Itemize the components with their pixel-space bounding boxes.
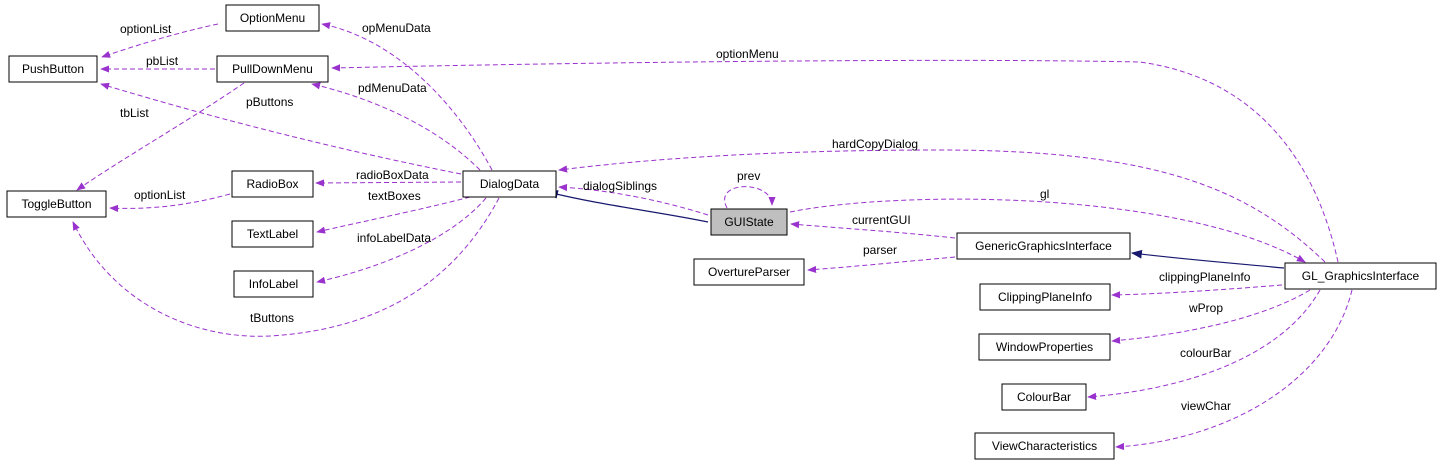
class-box[interactable] bbox=[978, 333, 1111, 361]
edge-label-option-menu: optionMenu bbox=[716, 47, 779, 61]
edge-label-option-list: optionList bbox=[120, 22, 172, 36]
class-box[interactable] bbox=[1284, 262, 1437, 290]
edge-label-prev: prev bbox=[737, 169, 760, 183]
class-name: InfoLabel bbox=[249, 277, 298, 291]
usage-edge-guistate-to-guistate bbox=[724, 186, 776, 209]
edge-label-gl: gl bbox=[1040, 187, 1049, 201]
usage-edge-guistate-to-gl-graphics-interface bbox=[789, 198, 1306, 263]
usage-edge-dialog-data-to-option-menu bbox=[321, 22, 493, 171]
class-node-gl-graphics-interface[interactable]: GL_GraphicsInterface bbox=[1284, 262, 1437, 290]
class-name: WindowProperties bbox=[996, 340, 1093, 354]
edge-label-info-label-data: infoLabelData bbox=[357, 231, 431, 245]
edge-label-parser: parser bbox=[863, 243, 897, 257]
class-node-push-button[interactable]: PushButton bbox=[8, 55, 98, 83]
usage-edge-dialog-data-to-text-label bbox=[316, 196, 471, 234]
class-node-info-label[interactable]: InfoLabel bbox=[233, 270, 314, 298]
class-name: OptionMenu bbox=[240, 11, 305, 25]
usage-edge-dialog-data-to-pull-down-menu bbox=[311, 82, 481, 171]
edge-label-current-gui: currentGUI bbox=[852, 213, 911, 227]
class-name: ClippingPlaneInfo bbox=[998, 290, 1092, 304]
edge-label-hard-copy-dialog: hardCopyDialog bbox=[832, 137, 918, 151]
usage-edge-pull-down-menu-to-toggle-button bbox=[76, 82, 245, 191]
class-box[interactable] bbox=[233, 270, 314, 298]
class-box[interactable] bbox=[225, 4, 320, 32]
class-node-generic-graphics-interface[interactable]: GenericGraphicsInterface bbox=[956, 232, 1131, 260]
class-box[interactable] bbox=[693, 258, 805, 286]
class-box[interactable] bbox=[979, 283, 1111, 311]
class-box[interactable] bbox=[710, 208, 788, 236]
edge-label-dialog-siblings: dialogSiblings bbox=[583, 179, 657, 193]
class-node-colour-bar[interactable]: ColourBar bbox=[1001, 383, 1087, 411]
class-node-clipping-plane-info[interactable]: ClippingPlaneInfo bbox=[979, 283, 1111, 311]
usage-edge-gl-graphics-interface-to-clipping-plane-info bbox=[1111, 284, 1283, 299]
inheritance-edge-gl-graphics-interface-to-generic-graphics-interface bbox=[1130, 249, 1285, 269]
class-box[interactable] bbox=[1001, 383, 1087, 411]
class-node-overture-parser[interactable]: OvertureParser bbox=[693, 258, 805, 286]
edge-label-t-buttons: tButtons bbox=[250, 311, 294, 325]
class-box[interactable] bbox=[216, 55, 329, 83]
class-name: TextLabel bbox=[247, 227, 298, 241]
edge-label-w-prop: wProp bbox=[1188, 301, 1223, 315]
edges-layer bbox=[72, 22, 1353, 451]
class-box[interactable] bbox=[231, 220, 314, 248]
edge-label-view-char: viewChar bbox=[1181, 399, 1231, 413]
usage-edge-dialog-data-to-push-button bbox=[100, 82, 462, 175]
class-name: GenericGraphicsInterface bbox=[975, 239, 1112, 253]
edge-label-pb-list: pbList bbox=[146, 54, 179, 68]
edge-label-option-list: optionList bbox=[134, 188, 186, 202]
usage-edge-guistate-to-dialog-data bbox=[558, 183, 709, 216]
class-node-pull-down-menu[interactable]: PullDownMenu bbox=[216, 55, 329, 83]
edge-label-p-buttons: pButtons bbox=[246, 95, 293, 109]
usage-edge-gl-graphics-interface-to-pull-down-menu bbox=[331, 59, 1339, 263]
class-node-dialog-data[interactable]: DialogData bbox=[462, 170, 557, 198]
class-name: ColourBar bbox=[1017, 390, 1071, 404]
edge-labels-layer: optionList pbList tbList optionList opMenuDa… bbox=[120, 21, 1251, 413]
class-box[interactable] bbox=[956, 232, 1131, 260]
class-node-guistate[interactable]: GUIState bbox=[710, 208, 788, 236]
class-name: RadioBox bbox=[246, 177, 298, 191]
usage-edge-option-menu-to-push-button bbox=[101, 23, 219, 58]
class-node-radio-box[interactable]: RadioBox bbox=[231, 170, 314, 198]
class-name: GL_GraphicsInterface bbox=[1302, 269, 1420, 283]
class-node-option-menu[interactable]: OptionMenu bbox=[225, 4, 320, 32]
edge-label-text-boxes: textBoxes bbox=[368, 189, 421, 203]
class-name: GUIState bbox=[724, 215, 774, 229]
class-name: PullDownMenu bbox=[232, 62, 313, 76]
class-box[interactable] bbox=[6, 190, 107, 218]
class-name: ViewCharacteristics bbox=[992, 439, 1097, 453]
usage-edge-dialog-data-to-info-label bbox=[316, 197, 487, 284]
class-name: ToggleButton bbox=[21, 197, 91, 211]
class-name: OvertureParser bbox=[708, 265, 790, 279]
usage-edge-gl-graphics-interface-to-view-characteristics bbox=[1115, 289, 1353, 451]
class-node-window-properties[interactable]: WindowProperties bbox=[978, 333, 1111, 361]
inheritance-edge-guistate-to-dialog-data bbox=[546, 190, 709, 223]
usage-edge-generic-graphics-interface-to-guistate bbox=[790, 221, 956, 239]
usage-edge-dialog-data-to-toggle-button bbox=[72, 197, 500, 337]
usage-edge-gl-graphics-interface-to-dialog-data bbox=[558, 149, 1326, 263]
class-box[interactable] bbox=[974, 432, 1115, 460]
class-box[interactable] bbox=[462, 170, 557, 198]
usage-edge-dialog-data-to-radio-box bbox=[315, 179, 462, 187]
class-name: DialogData bbox=[480, 177, 540, 191]
usage-edge-gl-graphics-interface-to-window-properties bbox=[1111, 289, 1311, 344]
class-node-view-characteristics[interactable]: ViewCharacteristics bbox=[974, 432, 1115, 460]
edge-label-tb-list: tbList bbox=[120, 106, 149, 120]
usage-edge-radio-box-to-toggle-button bbox=[109, 193, 231, 212]
usage-edge-generic-graphics-interface-to-overture-parser bbox=[807, 256, 956, 274]
edge-label-op-menu-data: opMenuData bbox=[362, 21, 431, 35]
edge-label-clipping-plane-info: clippingPlaneInfo bbox=[1159, 270, 1251, 284]
class-name: PushButton bbox=[22, 62, 84, 76]
edge-label-radio-box-data: radioBoxData bbox=[356, 168, 429, 182]
class-box[interactable] bbox=[231, 170, 314, 198]
class-box[interactable] bbox=[8, 55, 98, 83]
edge-label-pd-menu-data: pdMenuData bbox=[358, 81, 427, 95]
class-node-text-label[interactable]: TextLabel bbox=[231, 220, 314, 248]
edge-label-colour-bar: colourBar bbox=[1180, 346, 1231, 360]
class-node-toggle-button[interactable]: ToggleButton bbox=[6, 190, 107, 218]
